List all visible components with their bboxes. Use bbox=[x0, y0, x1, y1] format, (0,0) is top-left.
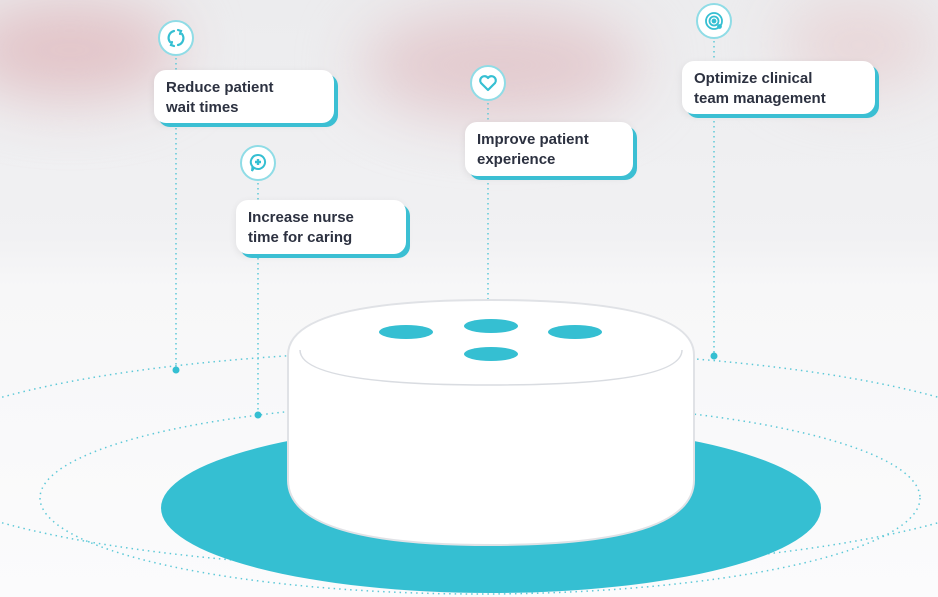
background-blur bbox=[0, 0, 180, 100]
benefit-text: wait times bbox=[166, 99, 239, 116]
benefit-text: Improve patient bbox=[477, 131, 589, 148]
benefit-card-reduce-wait: Reduce patient wait times bbox=[154, 70, 334, 123]
connector-lines bbox=[175, 41, 715, 415]
speaker-buttons bbox=[379, 319, 602, 361]
refresh-icon bbox=[158, 20, 194, 56]
benefit-text: Increase nurse bbox=[248, 209, 354, 226]
benefit-text: time for caring bbox=[248, 229, 353, 246]
benefit-card-team-management: Optimize clinical team management bbox=[682, 61, 875, 114]
target-icon bbox=[696, 3, 732, 39]
connector-dots bbox=[172, 352, 718, 419]
benefit-card-nurse-time: Increase nurse time for caring bbox=[236, 200, 406, 254]
background-blur bbox=[360, 10, 640, 120]
benefit-text: Optimize clinical bbox=[694, 70, 813, 87]
benefit-text: team management bbox=[694, 90, 826, 107]
benefit-text: experience bbox=[477, 151, 556, 168]
benefit-text: Reduce patient bbox=[166, 79, 274, 96]
inner-dotted-ring bbox=[39, 401, 921, 595]
speaker-rim bbox=[299, 349, 683, 386]
heart-icon bbox=[470, 65, 506, 101]
chat-plus-icon bbox=[240, 145, 276, 181]
smart-speaker-body bbox=[287, 298, 695, 547]
benefit-card-patient-experience: Improve patient experience bbox=[465, 122, 633, 176]
